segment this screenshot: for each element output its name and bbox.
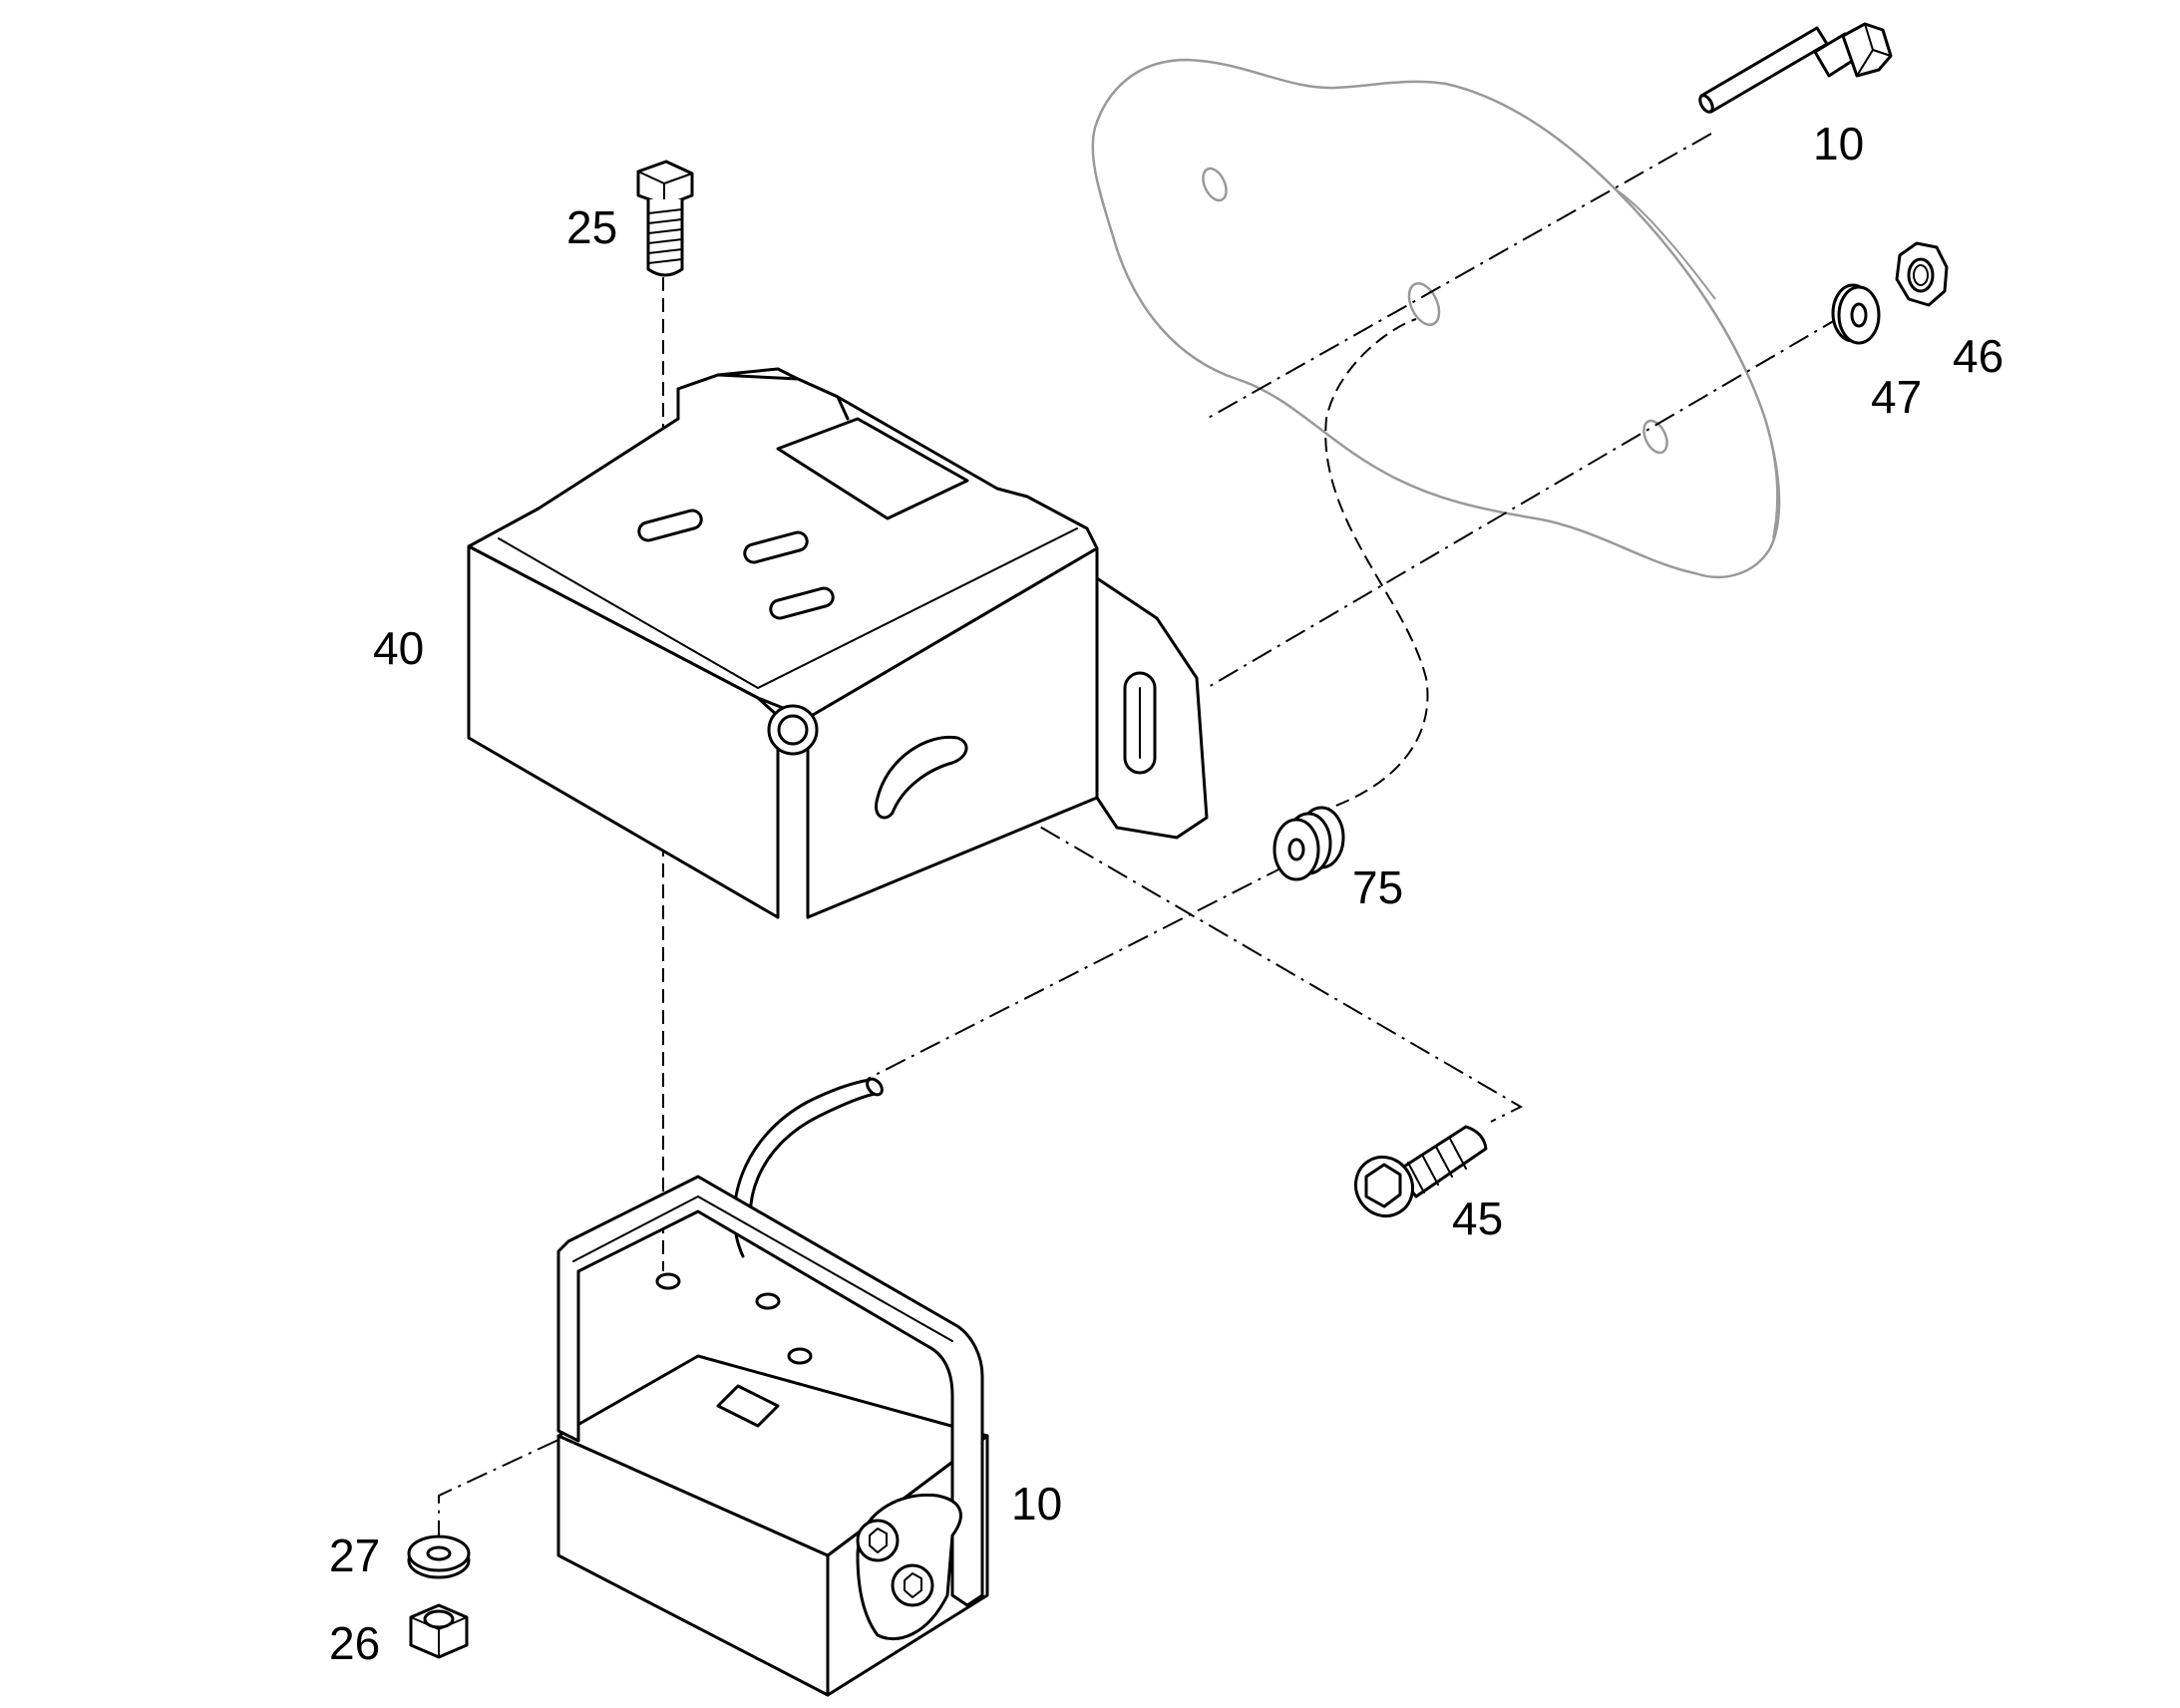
cable-route-line	[1315, 318, 1429, 814]
label-housing-40: 40	[373, 622, 424, 674]
label-nut-26: 26	[329, 1617, 380, 1669]
label-screw-45: 45	[1452, 1193, 1503, 1244]
lower-nut-part	[409, 1603, 469, 1659]
lower-washer-part	[407, 1535, 471, 1579]
label-grommet-75: 75	[1352, 861, 1403, 913]
flat-washer-part	[1831, 283, 1881, 345]
washer-axis-line	[1206, 315, 1843, 689]
label-bracket-10: 10	[1011, 1478, 1062, 1530]
label-nut-46: 46	[1953, 330, 2003, 382]
grommet-part	[1272, 806, 1345, 881]
housing-part	[467, 367, 1209, 919]
rod-axis-line	[1206, 133, 1712, 420]
label-rod-10: 10	[1813, 118, 1864, 170]
hex-bolt-part	[636, 160, 694, 277]
cap-screw-part	[1353, 1125, 1488, 1218]
label-washer-27: 27	[329, 1530, 380, 1581]
hex-nut-part	[1895, 241, 1949, 307]
grommet-axis-line	[867, 864, 1287, 1080]
switch-bracket-part	[556, 1077, 989, 1697]
mounting-plate	[1091, 58, 1781, 578]
screw-axis-line	[1006, 807, 1524, 1123]
cable-rod-part	[1698, 22, 1893, 114]
label-washer-47: 47	[1871, 371, 1922, 423]
label-bolt-25: 25	[566, 201, 617, 253]
